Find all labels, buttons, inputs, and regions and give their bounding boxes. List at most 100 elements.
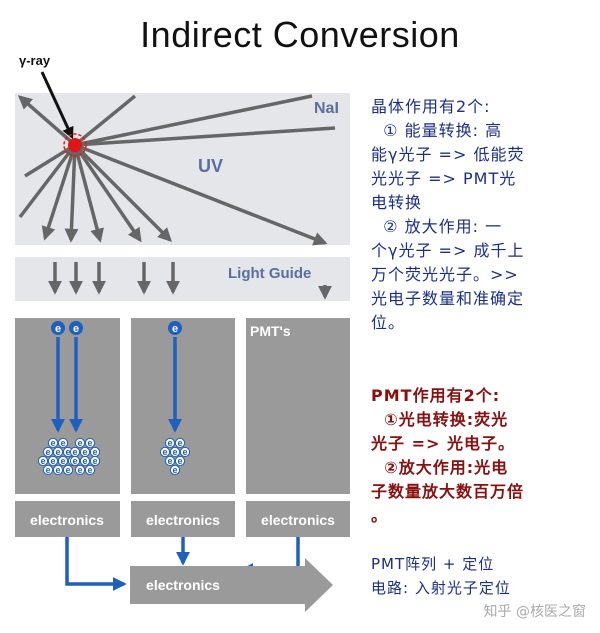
crystal-note-line: 光电子数量和准确定 bbox=[371, 289, 525, 308]
electron-cluster-dot bbox=[69, 455, 81, 467]
electron-cluster-dot bbox=[164, 455, 176, 467]
crystal-note-line: 个γ光子 => 成千上 bbox=[371, 241, 525, 260]
electronics-label-2: electronics bbox=[146, 512, 220, 528]
electron-cluster-dot bbox=[179, 446, 191, 458]
electron-cluster-symbol: e bbox=[177, 438, 182, 448]
electron-cluster-symbol: e bbox=[55, 447, 60, 457]
electron-cluster-symbol: e bbox=[92, 447, 97, 457]
electron-cluster-dot bbox=[174, 455, 186, 467]
crystal-label: NaI bbox=[314, 100, 339, 117]
electron-cluster-symbol: e bbox=[50, 456, 55, 466]
electron-cluster-dot bbox=[52, 446, 64, 458]
electron-cluster-symbol: e bbox=[77, 438, 82, 448]
pmt-note-line: ①光电转换:荧光 bbox=[371, 410, 509, 429]
electron-cluster-symbol: e bbox=[77, 465, 82, 475]
crystal-notes: 晶体作用有2个: ① 能量转换: 高能γ光子 => 低能荧光光子 => PMT光… bbox=[371, 95, 596, 335]
watermark: 知乎 @核医之窗 bbox=[483, 604, 586, 620]
electron-cluster-symbol: e bbox=[172, 447, 177, 457]
electron-cluster-dot bbox=[84, 464, 96, 476]
crystal-note-line: ① 能量转换: 高 bbox=[371, 121, 503, 140]
electronics-box-2 bbox=[131, 501, 235, 537]
pmt-tube-2 bbox=[131, 318, 235, 494]
array-notes: PMT阵列 + 定位电路: 入射光子定位 bbox=[371, 552, 596, 600]
electron-cluster-dot bbox=[62, 464, 74, 476]
pmt-tube-1 bbox=[15, 318, 120, 494]
electron-cluster-symbol: e bbox=[82, 456, 87, 466]
svg-text:e: e bbox=[55, 323, 61, 335]
crystal-note-line: 电转换 bbox=[371, 193, 423, 212]
electron-cluster-dot bbox=[47, 437, 59, 449]
pmt-label: PMT's bbox=[250, 323, 291, 339]
electron-multiplication-arrows bbox=[51, 337, 182, 433]
electron-cluster-dot bbox=[74, 437, 86, 449]
electron-cluster-symbol: e bbox=[40, 456, 45, 466]
crystal-panel bbox=[15, 93, 350, 245]
electron-cluster-dot bbox=[159, 446, 171, 458]
crystal-note-line: 晶体作用有2个: bbox=[371, 97, 491, 116]
electron-cluster-dot bbox=[169, 446, 181, 458]
electron-cluster-dot bbox=[57, 455, 69, 467]
electronics-box-1 bbox=[15, 501, 120, 537]
scintillation-rays bbox=[17, 94, 336, 246]
electronics-label-1: electronics bbox=[30, 512, 104, 528]
crystal-note-line: 万个荧光光子。>> bbox=[371, 265, 519, 284]
photoelectrons: e e e bbox=[51, 321, 182, 335]
electron-cluster-dot bbox=[37, 455, 49, 467]
electron-cluster-symbol: e bbox=[60, 456, 65, 466]
electron-cluster-dot bbox=[164, 437, 176, 449]
electron-cluster-symbol: e bbox=[167, 438, 172, 448]
interaction-point bbox=[68, 138, 82, 152]
electron-cluster-symbol: e bbox=[92, 456, 97, 466]
svg-text:e: e bbox=[172, 323, 178, 335]
electron-cluster-dot bbox=[47, 455, 59, 467]
electron-cluster-symbol: e bbox=[87, 465, 92, 475]
electron-cluster-symbol: e bbox=[82, 447, 87, 457]
array-note-line: PMT阵列 + 定位 bbox=[371, 555, 495, 573]
electron-cluster-symbol: e bbox=[162, 447, 167, 457]
electron-cluster-dot bbox=[57, 437, 69, 449]
electron-cluster-dot bbox=[169, 464, 181, 476]
electron-cluster-dot bbox=[89, 455, 101, 467]
electronics-box-3 bbox=[246, 501, 350, 537]
pmt-note-line: PMT作用有2个: bbox=[371, 386, 501, 405]
light-guide-arrows bbox=[48, 262, 332, 300]
crystal-note-line: ② 放大作用: 一 bbox=[371, 217, 503, 236]
pmt-note-line: 。 bbox=[371, 506, 389, 525]
electron-cluster-dot bbox=[74, 464, 86, 476]
electron-cluster-symbol: e bbox=[60, 438, 65, 448]
electron-cluster-symbol: e bbox=[50, 438, 55, 448]
combined-electronics-arrow bbox=[130, 558, 333, 612]
electron-cluster-symbol: e bbox=[167, 456, 172, 466]
electron-cluster-dot bbox=[52, 464, 64, 476]
gamma-ray-arrow bbox=[40, 71, 74, 140]
page-title: Indirect Conversion bbox=[140, 14, 460, 55]
uv-label: UV bbox=[198, 156, 223, 176]
electron-cluster-dot bbox=[174, 437, 186, 449]
electron-cluster-symbol: e bbox=[172, 465, 177, 475]
light-guide-label: Light Guide bbox=[228, 265, 311, 282]
electron-cluster-symbol: e bbox=[72, 447, 77, 457]
electron-cluster-dot bbox=[42, 446, 54, 458]
electron-cluster-dot bbox=[84, 437, 96, 449]
pmt-notes: PMT作用有2个: ①光电转换:荧光光子 => 光电子。 ②放大作用:光电子数量… bbox=[371, 384, 596, 528]
crystal-note-line: 能γ光子 => 低能荧 bbox=[371, 145, 525, 164]
electron-cluster-symbol: e bbox=[72, 456, 77, 466]
gamma-ray-label: γ-ray bbox=[19, 53, 51, 68]
electron-cluster-symbol: e bbox=[55, 465, 60, 475]
svg-text:e: e bbox=[73, 323, 79, 335]
combined-electronics-label: electronics bbox=[146, 577, 220, 593]
pmt-note-line: 光子 => 光电子。 bbox=[371, 434, 515, 453]
electron-cluster-dot bbox=[42, 464, 54, 476]
electron-cluster-symbol: e bbox=[65, 465, 70, 475]
electron-cluster-symbol: e bbox=[65, 447, 70, 457]
electronics-label-3: electronics bbox=[261, 512, 335, 528]
pmt-note-line: ②放大作用:光电 bbox=[371, 458, 509, 477]
array-note-line: 电路: 入射光子定位 bbox=[371, 579, 511, 597]
pmt-tube-3 bbox=[246, 318, 350, 494]
electron-cluster-symbol: e bbox=[177, 456, 182, 466]
electron-cluster-dot bbox=[79, 455, 91, 467]
electron-cluster-symbol: e bbox=[87, 438, 92, 448]
electron-cluster-symbol: e bbox=[45, 465, 50, 475]
pmt-note-line: 子数量放大数百万倍 bbox=[371, 482, 525, 501]
